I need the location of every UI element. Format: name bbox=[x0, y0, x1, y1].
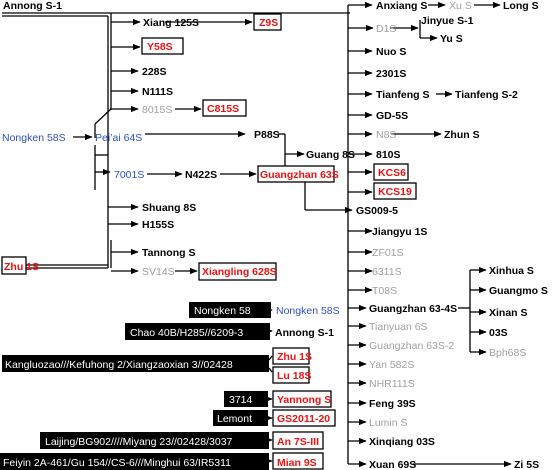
node-guangzhan-63s: Guangzhan 63S bbox=[260, 169, 339, 181]
node-gd-5s: GD-5S bbox=[376, 110, 408, 122]
left-network-nodes: Annong S-1 Xiang 125S Z9S Y58S 228S N111… bbox=[2, 0, 355, 278]
node-c815s: C815S bbox=[207, 103, 239, 115]
node-y58s: Y58S bbox=[147, 41, 173, 53]
node-n422s: N422S bbox=[185, 169, 217, 181]
node-tianfeng-s: Tianfeng S bbox=[376, 89, 429, 101]
origin-target: An 7S-III bbox=[277, 436, 319, 448]
origin-target: Nongken 58S bbox=[276, 305, 340, 317]
origin-source: Nongken 58 bbox=[194, 305, 251, 317]
origin-source: Chao 40B/H285//6209-3 bbox=[130, 327, 243, 339]
node-xu-s: Xu S bbox=[449, 0, 472, 12]
origin-source: Lemont bbox=[217, 413, 252, 425]
node-sv14s: SV14S bbox=[142, 266, 175, 278]
node-tannong-s: Tannong S bbox=[142, 247, 195, 259]
node-jiangyu-1s: Jiangyu 1S bbox=[372, 226, 427, 238]
node-jinyue-s1: Jinyue S-1 bbox=[421, 15, 474, 27]
node-xinqiang-03s: Xinqiang 03S bbox=[369, 436, 435, 448]
origin-target: GS2011-20 bbox=[277, 413, 330, 425]
node-nuo-s: Nuo S bbox=[376, 46, 406, 58]
origin-source: Laijing/BG902////Miyang 23//02428/3037 bbox=[45, 436, 233, 448]
node-xiangling-628s: Xiangling 628S bbox=[202, 266, 277, 278]
node-p88s: P88S bbox=[254, 129, 280, 141]
node-03s: 03S bbox=[489, 327, 508, 339]
node-6311s: 6311S bbox=[372, 266, 402, 278]
node-guangzhan-63-4s: Guangzhan 63-4S bbox=[369, 303, 457, 315]
node-nongken-58s: Nongken 58S bbox=[2, 132, 66, 144]
node-zf01s: ZF01S bbox=[372, 247, 404, 259]
node-guangzhan-63s-2: Guangzhan 63S-2 bbox=[369, 340, 454, 352]
node-long-s: Long S bbox=[503, 0, 539, 12]
right-network-nodes: Anxiang S Xu S Long S D1S Jinyue S-1 Yu … bbox=[356, 0, 548, 470]
node-yan-582s: Yan 582S bbox=[369, 359, 414, 371]
node-zi-5s: Zi 5S bbox=[514, 459, 539, 470]
node-h155s: H155S bbox=[142, 219, 174, 231]
origin-target: Yannong S bbox=[277, 394, 331, 406]
node-8015s: 8015S bbox=[142, 104, 172, 116]
node-n8s: N8S bbox=[376, 129, 396, 141]
node-yu-s: Yu S bbox=[440, 33, 463, 45]
origin-source: Feiyin 2A-461/Gu 154//CS-6///Minghui 63/… bbox=[3, 457, 231, 469]
node-z9s: Z9S bbox=[259, 17, 278, 29]
node-guang-8s: Guang 8S bbox=[306, 149, 355, 161]
origin-target: Annong S-1 bbox=[275, 327, 334, 339]
node-feng-39s: Feng 39S bbox=[369, 398, 416, 410]
red-node-boxes bbox=[1, 13, 417, 281]
origin-source: 3714 bbox=[229, 394, 253, 406]
node-kcs6: KCS6 bbox=[378, 167, 406, 179]
node-annong-s1: Annong S-1 bbox=[3, 0, 62, 12]
origin-rows: Nongken 58 Nongken 58S Chao 40B/H285//62… bbox=[0, 302, 340, 470]
node-guangmo-s: Guangmo S bbox=[489, 285, 548, 297]
node-anxiang-s: Anxiang S bbox=[376, 0, 427, 12]
origin-target: Mian 9S bbox=[277, 457, 317, 469]
node-lumin-s: Lumin S bbox=[369, 417, 408, 429]
node-d1s: D1S bbox=[376, 23, 396, 35]
right-connectors bbox=[347, 1, 512, 468]
node-n111s: N111S bbox=[142, 86, 173, 98]
node-zhun-s: Zhun S bbox=[444, 129, 480, 141]
node-t08s: T08S bbox=[372, 285, 397, 297]
node-kcs19: KCS19 bbox=[378, 186, 412, 198]
node-810s: 810S bbox=[376, 149, 401, 161]
node-nhr111s: NHR111S bbox=[369, 378, 415, 390]
origin-source: Kangluozao///Kefuhong 2/Xiangzaoxian 3//… bbox=[5, 359, 233, 371]
node-shuang-8s: Shuang 8S bbox=[142, 202, 196, 214]
node-xiang-125s: Xiang 125S bbox=[143, 17, 199, 29]
node-tianfeng-s2: Tianfeng S-2 bbox=[455, 89, 518, 101]
node-zhu-1s: Zhu 1S bbox=[4, 261, 39, 273]
node-tianyuan-6s: Tianyuan 6S bbox=[369, 321, 428, 333]
node-xuan-69s: Xuan 69S bbox=[369, 459, 416, 470]
origin-target: Lu 18S bbox=[277, 370, 311, 382]
node-xinhua-s: Xinhua S bbox=[489, 265, 534, 277]
node-gs009-5: GS009-5 bbox=[356, 205, 398, 217]
node-7001s: 7001S bbox=[114, 169, 144, 181]
node-228s: 228S bbox=[142, 66, 167, 78]
node-peiai-64s: Pei’ai 64S bbox=[95, 132, 142, 144]
origin-target: Zhu 1S bbox=[277, 351, 312, 363]
node-bph68s: Bph68S bbox=[489, 347, 526, 359]
node-xinan-s: Xinan S bbox=[489, 307, 528, 319]
node-2301s: 2301S bbox=[376, 68, 406, 80]
